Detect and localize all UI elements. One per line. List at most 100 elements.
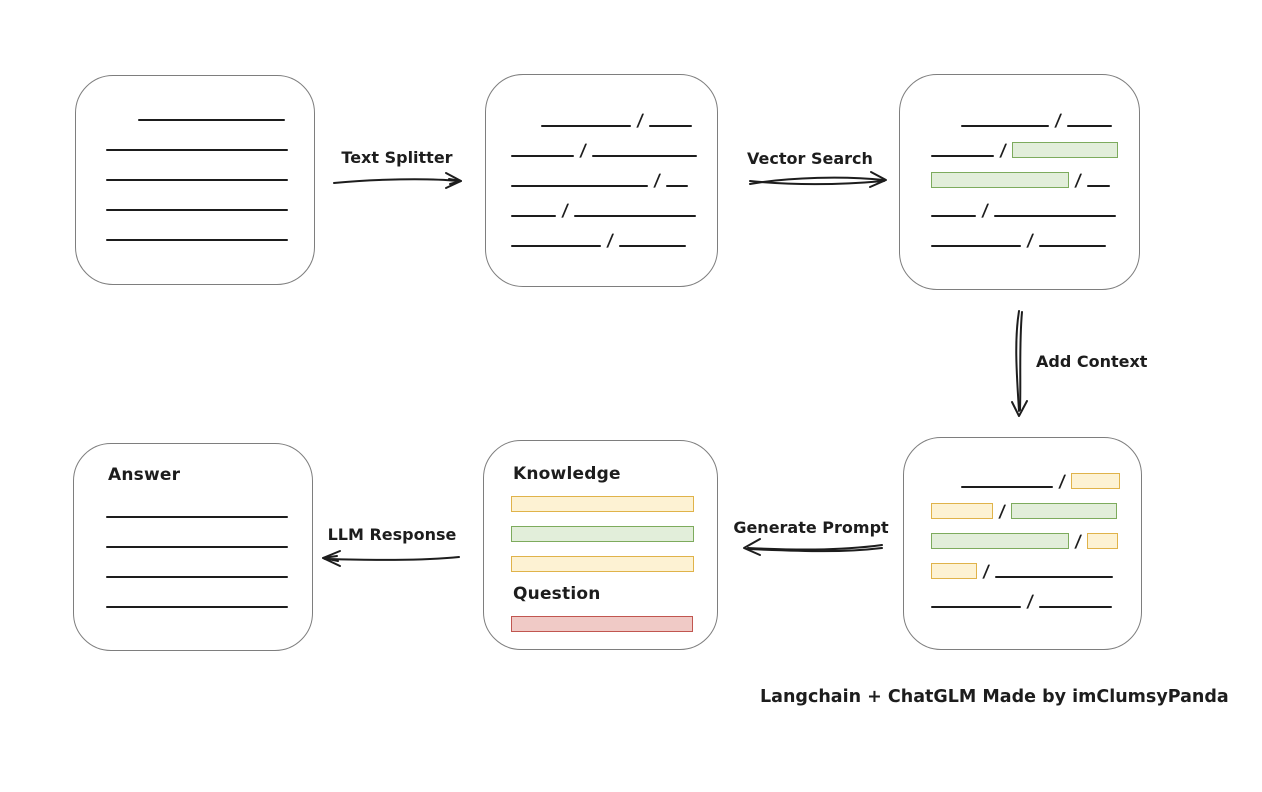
llm-response-arrow — [322, 550, 460, 567]
question-bar — [511, 602, 693, 632]
text-line — [666, 185, 689, 187]
slash-separator: / — [1026, 592, 1035, 612]
llm-response-label: LLM Response — [327, 525, 457, 544]
text-row: / — [931, 459, 1121, 492]
text-row — [511, 542, 694, 572]
yellow-highlight-chunk — [511, 496, 694, 512]
text-line — [931, 245, 1021, 247]
answer-title: Answer — [108, 465, 181, 485]
yellow-highlight-chunk — [931, 563, 977, 579]
text-row: / — [931, 98, 1118, 131]
text-row: / — [511, 188, 697, 221]
text-line — [1039, 606, 1113, 608]
yellow-highlight-chunk — [511, 556, 694, 572]
text-line — [1067, 125, 1113, 127]
text-row — [106, 92, 288, 122]
text-row — [106, 152, 288, 182]
text-line — [541, 125, 631, 127]
knowledge-bars — [511, 482, 694, 572]
text-row: / — [931, 218, 1118, 251]
text-line — [106, 179, 288, 181]
answer-lines — [106, 489, 288, 609]
text-row: / — [511, 158, 697, 191]
add-context-label: Add Context — [1036, 352, 1148, 371]
text-row: / — [931, 549, 1120, 582]
text-line — [574, 215, 697, 217]
text-line — [511, 185, 648, 187]
context-chunk-lines: ///// — [931, 459, 1121, 612]
matched-chunk-lines: ///// — [931, 98, 1119, 251]
text-line — [106, 576, 288, 578]
text-line — [106, 606, 288, 608]
text-line — [592, 155, 698, 157]
text-line — [961, 486, 1053, 488]
green-highlight-chunk — [1011, 503, 1118, 519]
vector-search-arrow — [749, 171, 887, 188]
text-row: / — [511, 128, 698, 161]
text-line — [511, 245, 601, 247]
diagram-caption: Langchain + ChatGLM Made by imClumsyPand… — [760, 687, 1229, 707]
box-split-chunks: ///// — [485, 74, 718, 287]
box-prompt: Knowledge Question — [483, 440, 718, 650]
text-line — [106, 209, 288, 211]
text-row: / — [511, 218, 697, 251]
box-answer: Answer — [73, 443, 313, 651]
yellow-highlight-chunk — [931, 503, 993, 519]
text-line — [931, 606, 1021, 608]
text-row: / — [931, 489, 1120, 522]
text-row: / — [931, 128, 1119, 161]
split-chunk-lines: ///// — [511, 98, 698, 251]
text-row: / — [931, 519, 1120, 552]
document-lines — [106, 92, 288, 242]
vector-search-label: Vector Search — [747, 149, 873, 168]
text-row: / — [931, 579, 1120, 612]
text-row — [511, 482, 694, 512]
text-line — [931, 155, 994, 157]
green-highlight-chunk — [1012, 142, 1119, 158]
green-highlight-chunk — [511, 526, 694, 542]
question-title: Question — [513, 584, 601, 604]
text-line — [138, 119, 285, 121]
green-highlight-chunk — [931, 533, 1069, 549]
red-highlight-chunk — [511, 616, 693, 632]
box-source-document — [75, 75, 315, 285]
slash-separator: / — [606, 231, 615, 251]
text-row — [106, 182, 288, 212]
text-row — [106, 549, 288, 579]
yellow-highlight-chunk — [1071, 473, 1121, 489]
text-line — [961, 125, 1049, 127]
text-line — [931, 215, 976, 217]
text-splitter-arrow — [333, 172, 462, 189]
text-splitter-label: Text Splitter — [341, 148, 453, 167]
text-line — [1087, 185, 1111, 187]
add-context-arrow — [1011, 310, 1028, 417]
generate-prompt-arrow — [743, 538, 883, 556]
text-line — [106, 516, 288, 518]
text-line — [1039, 245, 1107, 247]
box-context-chunks: ///// — [903, 437, 1142, 650]
text-line — [106, 149, 288, 151]
text-line — [619, 245, 687, 247]
text-row — [511, 512, 694, 542]
text-row — [106, 519, 288, 549]
text-row — [106, 122, 288, 152]
text-row: / — [931, 188, 1118, 221]
text-line — [649, 125, 693, 127]
text-line — [994, 215, 1117, 217]
text-row — [106, 489, 288, 519]
text-line — [511, 215, 556, 217]
slash-separator: / — [1026, 231, 1035, 251]
text-row — [511, 602, 693, 632]
box-matched-chunks: ///// — [899, 74, 1140, 290]
text-row: / — [931, 158, 1118, 191]
generate-prompt-label: Generate Prompt — [733, 518, 889, 537]
text-line — [511, 155, 574, 157]
text-row: / — [511, 98, 697, 131]
text-line — [995, 576, 1114, 578]
green-highlight-chunk — [931, 172, 1069, 188]
text-row — [106, 212, 288, 242]
knowledge-title: Knowledge — [513, 464, 621, 484]
text-line — [106, 546, 288, 548]
text-row — [106, 579, 288, 609]
